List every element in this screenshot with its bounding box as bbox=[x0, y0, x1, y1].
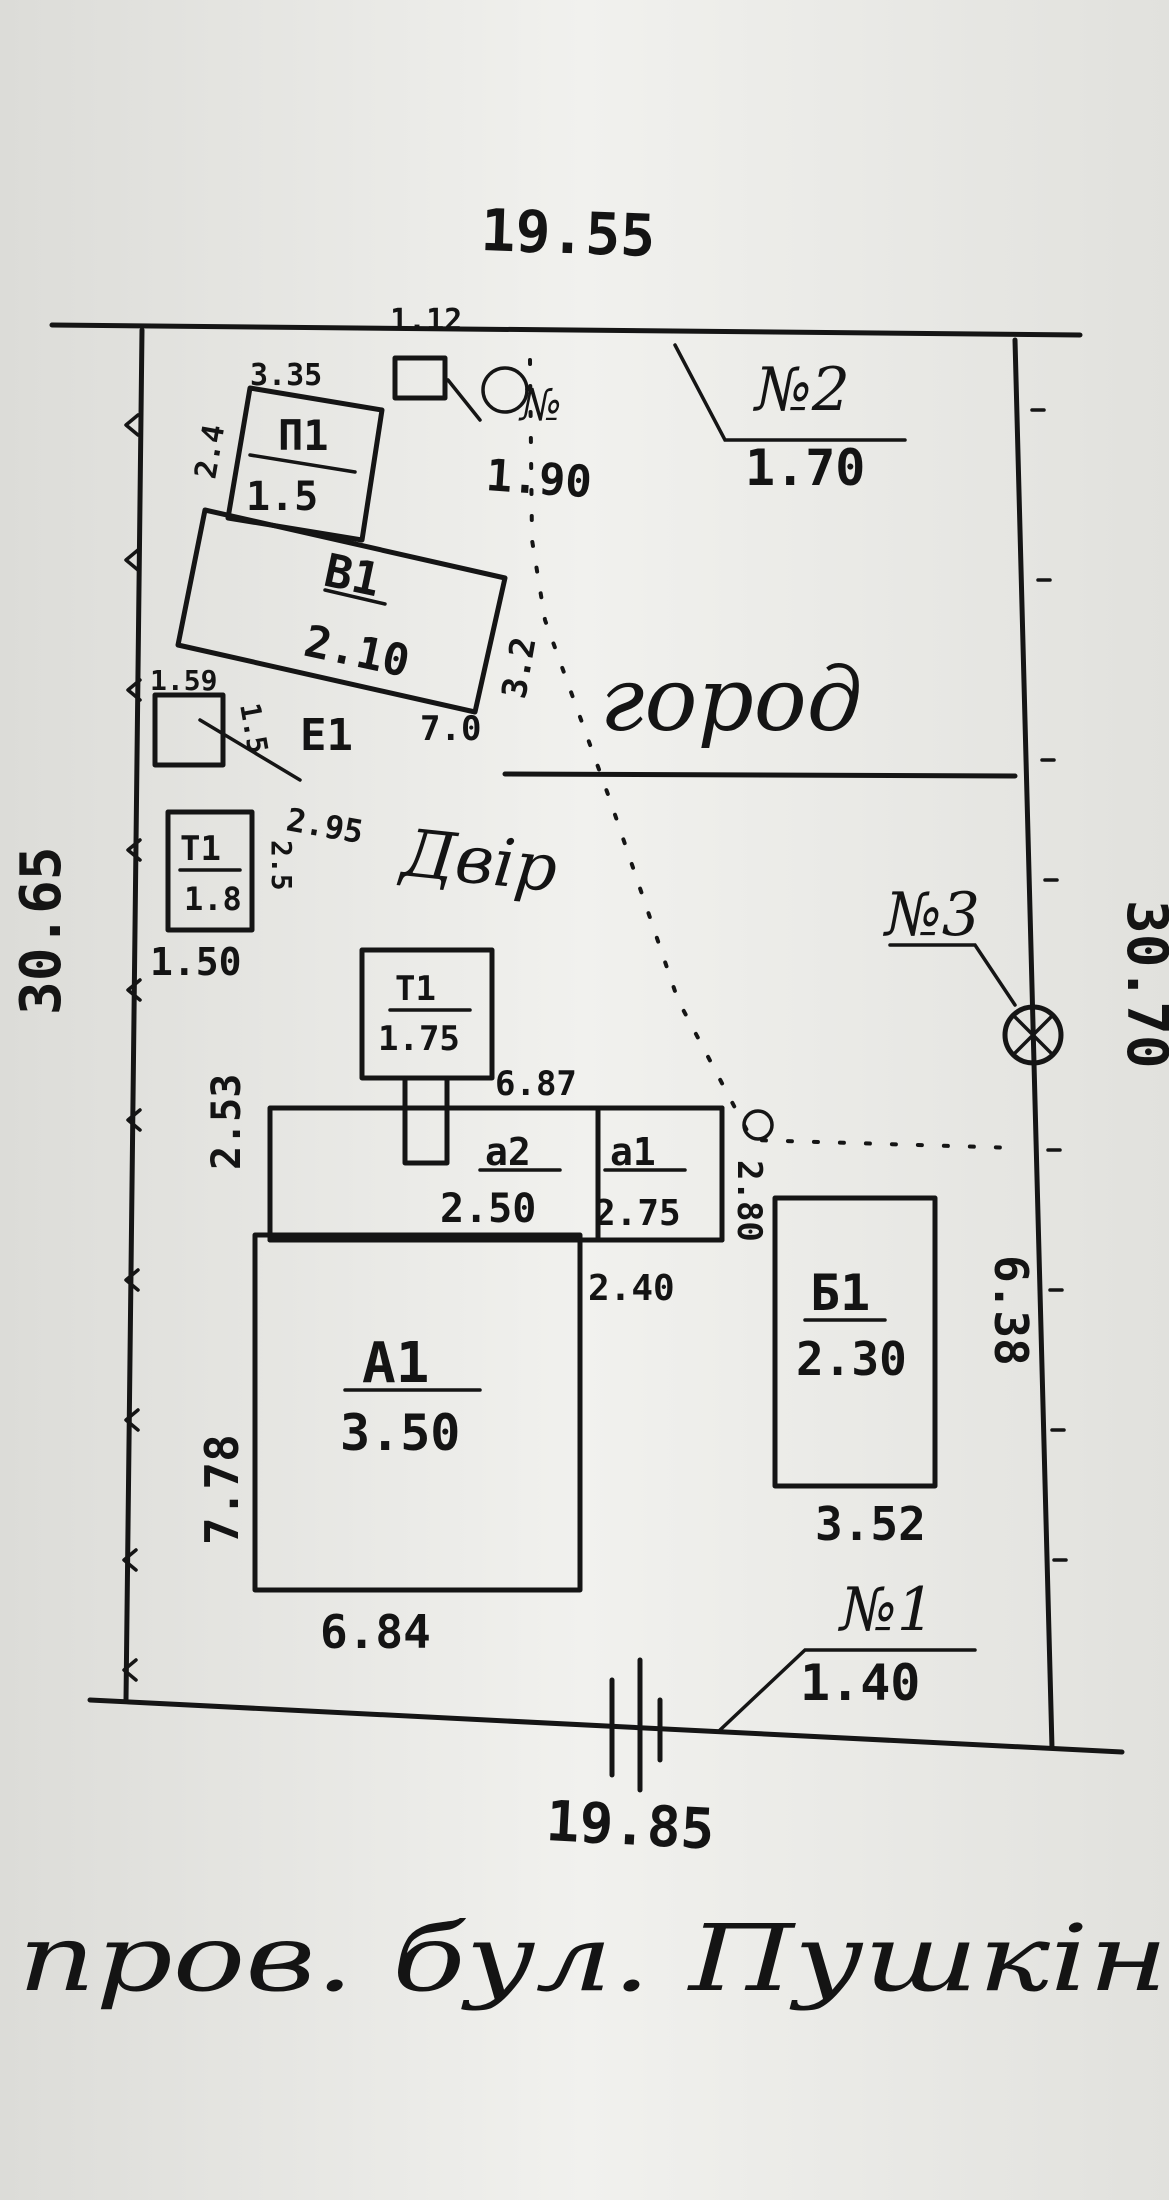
bottom-length-label: 19.85 bbox=[544, 1789, 716, 1863]
building-t1-dim-side: 2.5 bbox=[265, 840, 298, 891]
building-b1-dim-side: 6.38 bbox=[984, 1255, 1038, 1366]
building-t1-left: Т1 1.8 1.50 2.5 bbox=[150, 809, 298, 984]
street-name: пров. бул. Пушкін bbox=[18, 1905, 1168, 2012]
building-t1-dim-bottom: 1.50 bbox=[150, 940, 242, 984]
fence-1-height: 1.40 bbox=[800, 1654, 920, 1712]
top-small-dim: 1.12 bbox=[390, 303, 462, 338]
building-v1-name: В1 bbox=[320, 543, 385, 607]
building-t1m-dim: 6.87 bbox=[495, 1064, 577, 1104]
building-a2-height: 2.50 bbox=[440, 1186, 536, 1232]
fence-1: №1 1.40 bbox=[718, 1575, 977, 1732]
building-p1-height: 1.5 bbox=[246, 474, 318, 520]
top-well-label: № bbox=[518, 380, 562, 431]
building-p1: П1 1.5 3.35 2.4 bbox=[188, 358, 385, 543]
zone-yard-label: Двір bbox=[395, 814, 561, 907]
top-length-label: 19.55 bbox=[480, 196, 657, 270]
fence-2-name: №2 bbox=[752, 355, 850, 425]
building-v1-dim-bottom: 7.0 bbox=[420, 709, 481, 749]
building-A1-name: А1 bbox=[362, 1331, 429, 1396]
right-length-label: 30.70 bbox=[1114, 900, 1169, 1069]
gate-marks bbox=[609, 1657, 663, 1793]
top-well-height: 1.90 bbox=[484, 450, 593, 508]
path-node bbox=[742, 1109, 774, 1141]
building-a1-small-dim-side: 2.80 bbox=[729, 1160, 769, 1242]
plot-boundary bbox=[49, 322, 1125, 1755]
building-a1-small-dim-bottom: 2.40 bbox=[588, 1268, 675, 1309]
main-house: а2 2.50 2.53 а1 2.75 2.80 2.40 А1 3.50 7… bbox=[195, 1074, 769, 1659]
building-t1-height: 1.8 bbox=[184, 880, 242, 918]
zone-garden-label: город bbox=[600, 648, 863, 751]
building-A1-dim-bottom: 6.84 bbox=[320, 1605, 431, 1659]
left-length-label: 30.65 bbox=[9, 846, 74, 1015]
building-a1-small-name: а1 bbox=[610, 1130, 656, 1174]
fence-3: №3 bbox=[882, 880, 1064, 1066]
garden-divider bbox=[502, 771, 1018, 779]
fence-1-name: №1 bbox=[837, 1575, 935, 1645]
building-t1m-height: 1.75 bbox=[378, 1019, 460, 1059]
top-small-structure: 1.12 № 1.90 bbox=[390, 303, 594, 508]
building-ye1-name: Е1 bbox=[300, 710, 353, 761]
building-t1-name: Т1 bbox=[180, 829, 221, 869]
building-a2-dim: 2.53 bbox=[204, 1074, 250, 1170]
fence-2: №2 1.70 bbox=[673, 343, 907, 497]
building-t1m-name: Т1 bbox=[395, 969, 436, 1009]
building-b1: Б1 2.30 6.38 3.52 bbox=[772, 1195, 1038, 1551]
fence-3-name: №3 bbox=[882, 880, 980, 950]
building-v1: В1 2.10 3.2 7.0 bbox=[175, 507, 545, 749]
building-p1-dim-top: 3.35 bbox=[250, 358, 322, 393]
building-b1-dim-bottom: 3.52 bbox=[815, 1497, 926, 1551]
building-b1-name: Б1 bbox=[810, 1264, 870, 1322]
building-t1-middle: Т1 1.75 6.87 bbox=[359, 947, 577, 1166]
building-p1-name: П1 bbox=[278, 411, 329, 460]
building-A1-dim-side: 7.78 bbox=[195, 1434, 249, 1545]
building-a2-name: а2 bbox=[485, 1130, 531, 1174]
building-A1-height: 3.50 bbox=[340, 1404, 460, 1462]
building-b1-height: 2.30 bbox=[796, 1332, 907, 1386]
dotted-path bbox=[528, 358, 1020, 1150]
fence-2-height: 1.70 bbox=[745, 439, 865, 497]
building-a1-small-height: 2.75 bbox=[594, 1193, 681, 1234]
building-ye1-dim-top: 1.59 bbox=[150, 664, 217, 697]
